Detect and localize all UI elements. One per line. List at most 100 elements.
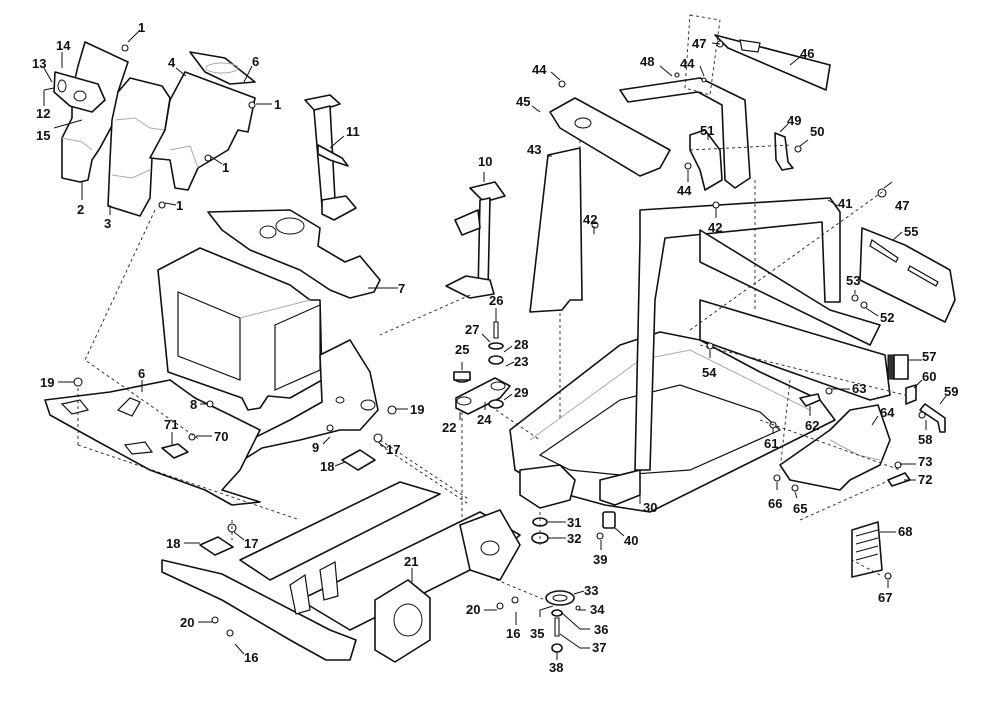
callout-44[interactable]: 44 (532, 62, 547, 77)
callout-7[interactable]: 7 (398, 281, 405, 296)
part-bushings[interactable] (453, 321, 504, 409)
callout-13[interactable]: 13 (32, 56, 46, 71)
callout-31[interactable]: 31 (567, 515, 581, 530)
callout-1[interactable]: 1 (138, 20, 145, 35)
callout-29[interactable]: 29 (514, 385, 528, 400)
part-bracket-14[interactable] (53, 71, 106, 113)
callout-37[interactable]: 37 (592, 640, 606, 655)
callout-43[interactable]: 43 (527, 142, 541, 157)
callout-71[interactable]: 71 (164, 417, 178, 432)
callout-12[interactable]: 12 (36, 106, 50, 121)
callout-41[interactable]: 41 (838, 196, 852, 211)
part-front-frame-21[interactable] (161, 481, 521, 663)
part-bracket-62[interactable] (799, 393, 821, 407)
callout-47[interactable]: 47 (692, 36, 706, 51)
callout-42[interactable]: 42 (708, 220, 722, 235)
part-plate-40[interactable] (602, 511, 616, 529)
callout-4[interactable]: 4 (168, 55, 176, 70)
callout-36[interactable]: 36 (594, 622, 608, 637)
part-roll-bar-41[interactable] (634, 197, 891, 471)
part-seat-box-7[interactable] (157, 247, 323, 411)
callout-61[interactable]: 61 (764, 436, 778, 451)
part-console-frame-45[interactable] (549, 77, 751, 189)
callout-15[interactable]: 15 (36, 128, 50, 143)
callout-6[interactable]: 6 (252, 54, 259, 69)
part-pedal-support-10[interactable] (445, 181, 506, 299)
callout-17[interactable]: 17 (244, 536, 258, 551)
callout-42[interactable]: 42 (583, 212, 597, 227)
callout-20[interactable]: 20 (180, 615, 194, 630)
callout-47[interactable]: 47 (895, 198, 909, 213)
part-cover-4[interactable] (149, 71, 256, 191)
callout-2[interactable]: 2 (77, 202, 84, 217)
callout-34[interactable]: 34 (590, 602, 605, 617)
callout-68[interactable]: 68 (898, 524, 912, 539)
part-guard-55[interactable] (859, 227, 956, 323)
callout-48[interactable]: 48 (640, 54, 654, 69)
callout-19[interactable]: 19 (410, 402, 424, 417)
callout-21[interactable]: 21 (404, 554, 418, 569)
part-main-frame-30[interactable] (509, 331, 836, 513)
callout-72[interactable]: 72 (918, 472, 932, 487)
callout-3[interactable]: 3 (104, 216, 111, 231)
callout-58[interactable]: 58 (918, 432, 932, 447)
callout-1[interactable]: 1 (176, 198, 183, 213)
callout-50[interactable]: 50 (810, 124, 824, 139)
callout-11[interactable]: 11 (346, 124, 360, 139)
callout-28[interactable]: 28 (514, 337, 528, 352)
callout-9[interactable]: 9 (312, 440, 319, 455)
part-mat-6-top[interactable] (189, 51, 256, 85)
callout-18[interactable]: 18 (320, 459, 334, 474)
callout-8[interactable]: 8 (190, 397, 197, 412)
callout-24[interactable]: 24 (477, 412, 492, 427)
callout-39[interactable]: 39 (593, 552, 607, 567)
callout-14[interactable]: 14 (56, 38, 71, 53)
callout-10[interactable]: 10 (478, 154, 492, 169)
callout-63[interactable]: 63 (852, 381, 866, 396)
callout-40[interactable]: 40 (624, 533, 638, 548)
part-steering-arm-23[interactable] (455, 377, 511, 415)
callout-16[interactable]: 16 (506, 626, 520, 641)
callout-57[interactable]: 57 (922, 349, 936, 364)
callout-62[interactable]: 62 (805, 418, 819, 433)
callout-18[interactable]: 18 (166, 536, 180, 551)
callout-44[interactable]: 44 (677, 183, 692, 198)
part-console-support-43[interactable] (529, 147, 583, 313)
callout-35[interactable]: 35 (530, 626, 544, 641)
callout-20[interactable]: 20 (466, 602, 480, 617)
callout-60[interactable]: 60 (922, 369, 936, 384)
callout-38[interactable]: 38 (549, 660, 563, 675)
callout-33[interactable]: 33 (584, 583, 598, 598)
part-grille-68[interactable] (851, 521, 883, 578)
part-pin-59[interactable] (919, 403, 946, 433)
callout-32[interactable]: 32 (567, 531, 581, 546)
callout-26[interactable]: 26 (489, 293, 503, 308)
part-bracket-49[interactable] (774, 132, 794, 171)
callout-1[interactable]: 1 (222, 160, 229, 175)
callout-19[interactable]: 19 (40, 375, 54, 390)
callout-55[interactable]: 55 (904, 224, 918, 239)
callout-30[interactable]: 30 (643, 500, 657, 515)
callout-59[interactable]: 59 (944, 384, 958, 399)
callout-25[interactable]: 25 (455, 342, 469, 357)
part-floor-pan-7[interactable] (207, 209, 381, 299)
part-mount-plate-right[interactable] (221, 339, 379, 471)
callout-46[interactable]: 46 (800, 46, 814, 61)
part-steering-column-support-11[interactable] (304, 94, 357, 221)
part-washer-33[interactable] (545, 590, 575, 606)
callout-49[interactable]: 49 (787, 113, 801, 128)
callout-16[interactable]: 16 (244, 650, 258, 665)
part-bracket-60[interactable] (905, 384, 917, 405)
callout-27[interactable]: 27 (465, 322, 479, 337)
part-tunnel-3[interactable] (107, 77, 171, 217)
part-end-cap-57[interactable] (887, 354, 909, 380)
callout-17[interactable]: 17 (386, 442, 400, 457)
part-bracket-51[interactable] (689, 129, 723, 191)
callout-52[interactable]: 52 (880, 310, 894, 325)
callout-1[interactable]: 1 (274, 97, 281, 112)
part-mount-pad-18-b[interactable] (199, 536, 234, 556)
part-footrest-plate-6[interactable] (44, 379, 261, 506)
callout-22[interactable]: 22 (442, 420, 456, 435)
callout-64[interactable]: 64 (880, 405, 895, 420)
callout-54[interactable]: 54 (702, 365, 717, 380)
